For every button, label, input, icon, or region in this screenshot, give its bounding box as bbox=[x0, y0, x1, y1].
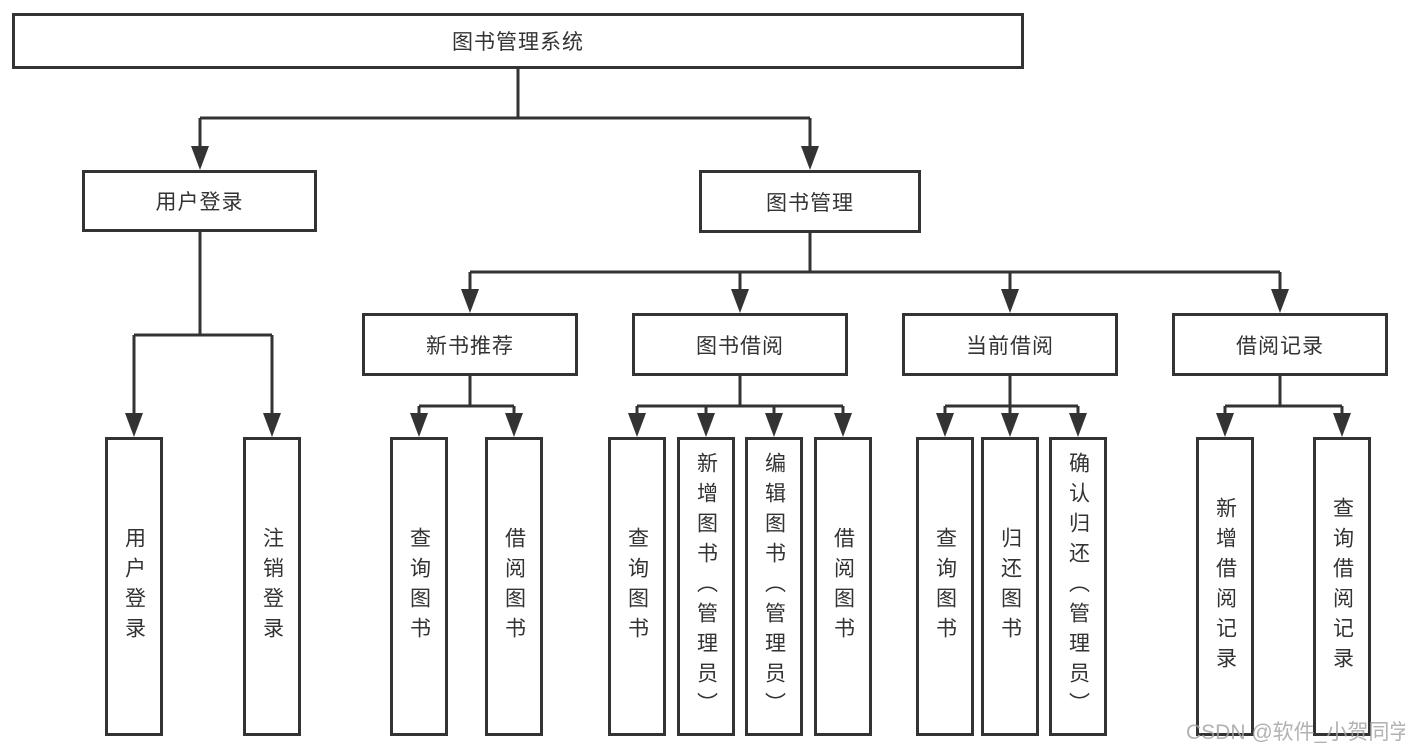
leaf-return-books-label: 归还图书 bbox=[998, 526, 1022, 647]
node-book-borrow: 图书借阅 bbox=[632, 313, 848, 376]
leaf-query-books-borrow: 查询图书 bbox=[608, 437, 666, 736]
node-book-borrow-label: 图书借阅 bbox=[696, 334, 784, 358]
leaf-user-login-label: 用户登录 bbox=[122, 526, 146, 647]
leaf-logout-label: 注销登录 bbox=[260, 526, 284, 647]
leaf-logout: 注销登录 bbox=[243, 437, 301, 736]
node-current-borrow: 当前借阅 bbox=[902, 313, 1118, 376]
leaf-add-borrow-record: 新增借阅记录 bbox=[1196, 437, 1254, 736]
node-user-login: 用户登录 bbox=[82, 170, 317, 232]
leaf-confirm-return-admin-label: 确认归还（管理员） bbox=[1066, 451, 1090, 722]
node-borrow-records: 借阅记录 bbox=[1172, 313, 1388, 376]
leaf-add-books-admin-label: 新增图书（管理员） bbox=[694, 451, 718, 722]
node-new-book-recommend-label: 新书推荐 bbox=[426, 334, 514, 358]
leaf-borrow-books-recommend-label: 借阅图书 bbox=[502, 526, 526, 647]
leaf-query-borrow-record: 查询借阅记录 bbox=[1313, 437, 1371, 736]
leaf-user-login: 用户登录 bbox=[105, 437, 163, 736]
csdn-watermark: CSDN @软件_小贺同学 bbox=[1186, 721, 1405, 744]
leaf-borrow-books-label: 借阅图书 bbox=[831, 526, 855, 647]
leaf-add-borrow-record-label: 新增借阅记录 bbox=[1213, 496, 1237, 677]
leaf-edit-books-admin: 编辑图书（管理员） bbox=[745, 437, 803, 736]
node-borrow-records-label: 借阅记录 bbox=[1236, 334, 1324, 358]
node-new-book-recommend: 新书推荐 bbox=[362, 313, 578, 376]
leaf-query-books-current: 查询图书 bbox=[916, 437, 974, 736]
leaf-query-books-recommend-label: 查询图书 bbox=[407, 526, 431, 647]
leaf-return-books: 归还图书 bbox=[981, 437, 1039, 736]
node-book-management-label: 图书管理 bbox=[766, 191, 854, 215]
leaf-borrow-books-recommend: 借阅图书 bbox=[485, 437, 543, 736]
leaf-borrow-books: 借阅图书 bbox=[814, 437, 872, 736]
leaf-confirm-return-admin: 确认归还（管理员） bbox=[1049, 437, 1107, 736]
leaf-query-borrow-record-label: 查询借阅记录 bbox=[1330, 496, 1354, 677]
node-user-login-label: 用户登录 bbox=[155, 191, 244, 214]
node-book-management: 图书管理 bbox=[699, 170, 921, 233]
leaf-query-books-current-label: 查询图书 bbox=[933, 526, 957, 647]
node-root-system-label: 图书管理系统 bbox=[452, 31, 584, 54]
leaf-query-books-borrow-label: 查询图书 bbox=[625, 526, 649, 647]
node-root-system: 图书管理系统 bbox=[12, 13, 1024, 69]
leaf-edit-books-admin-label: 编辑图书（管理员） bbox=[762, 451, 786, 722]
leaf-query-books-recommend: 查询图书 bbox=[390, 437, 448, 736]
node-current-borrow-label: 当前借阅 bbox=[966, 334, 1054, 358]
leaf-add-books-admin: 新增图书（管理员） bbox=[677, 437, 735, 736]
